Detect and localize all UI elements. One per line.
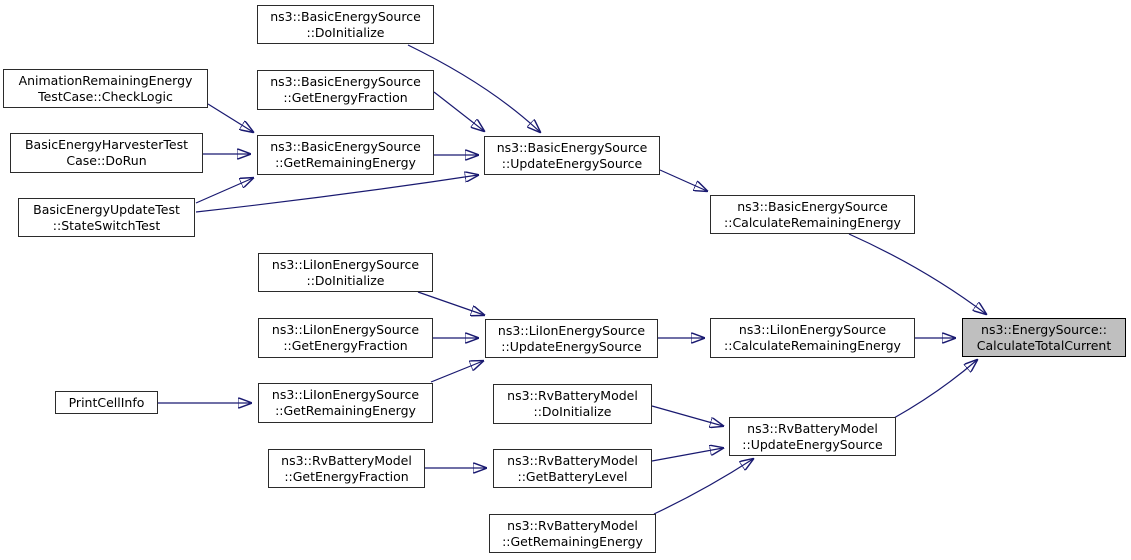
edge-basic-doinitialize--basic-updateenergysource <box>407 44 540 132</box>
node-rvbatterymodel-updateenergysource[interactable]: ns3::RvBatteryModel ::UpdateEnergySource <box>729 417 896 456</box>
node-animationremainingenergytestcase-checklogic[interactable]: AnimationRemainingEnergy TestCase::Check… <box>3 69 208 108</box>
edge-basic-updateenergysource--basic-calculateremainingenergy <box>659 169 707 191</box>
node-rvbatterymodel-getbatterylevel[interactable]: ns3::RvBatteryModel ::GetBatteryLevel <box>493 449 652 488</box>
node-basicenergysource-doinitialize[interactable]: ns3::BasicEnergySource ::DoInitialize <box>257 5 434 44</box>
edge-rv-getremainingenergy--rv-updateenergysource <box>653 459 753 515</box>
node-rvbatterymodel-getremainingenergy[interactable]: ns3::RvBatteryModel ::GetRemainingEnergy <box>489 514 656 553</box>
edge-basic-calculateremainingenergy--energysource-calculatetotalcurrent <box>848 233 986 314</box>
node-liionenergysource-doinitialize[interactable]: ns3::LiIonEnergySource ::DoInitialize <box>258 253 433 292</box>
edge-liion-doinitialize--liion-updateenergysource <box>417 291 484 315</box>
edge-rv-getbatterylevel--rv-updateenergysource <box>651 448 723 462</box>
node-basicenergysource-getenergyfraction[interactable]: ns3::BasicEnergySource ::GetEnergyFracti… <box>257 70 434 110</box>
node-basicenergysource-updateenergysource[interactable]: ns3::BasicEnergySource ::UpdateEnergySou… <box>484 136 660 175</box>
edge-update-stateswitch--basic-getremainingenergy <box>195 178 253 204</box>
node-rvbatterymodel-getenergyfraction[interactable]: ns3::RvBatteryModel ::GetEnergyFraction <box>268 449 425 488</box>
node-printcellinfo[interactable]: PrintCellInfo <box>55 391 158 414</box>
edge-liion-getremainingenergy--liion-updateenergysource <box>430 361 483 383</box>
node-basicenergysource-calculateremainingenergy[interactable]: ns3::BasicEnergySource ::CalculateRemain… <box>710 195 915 234</box>
node-basicenergyupdatetest-stateswitchtest[interactable]: BasicEnergyUpdateTest ::StateSwitchTest <box>18 198 195 237</box>
edge-rv-doinitialize--rv-updateenergysource <box>651 405 723 426</box>
node-liionenergysource-getremainingenergy[interactable]: ns3::LiIonEnergySource ::GetRemainingEne… <box>258 383 433 423</box>
node-liionenergysource-calculateremainingenergy[interactable]: ns3::LiIonEnergySource ::CalculateRemain… <box>710 318 915 358</box>
node-liionenergysource-getenergyfraction[interactable]: ns3::LiIonEnergySource ::GetEnergyFracti… <box>258 318 433 358</box>
node-basicenergysource-getremainingenergy[interactable]: ns3::BasicEnergySource ::GetRemainingEne… <box>257 135 434 175</box>
node-basicenergyharvestertestcase-dorun[interactable]: BasicEnergyHarvesterTest Case::DoRun <box>10 133 203 173</box>
node-rvbatterymodel-doinitialize[interactable]: ns3::RvBatteryModel ::DoInitialize <box>493 384 652 424</box>
edge-anim-checklogic--basic-getremainingenergy <box>207 103 253 132</box>
edge-basic-getenergyfraction--basic-updateenergysource <box>433 91 484 131</box>
edge-update-stateswitch--basic-updateenergysource <box>195 175 478 213</box>
node-energysource-calculatetotalcurrent-current: ns3::EnergySource:: CalculateTotalCurren… <box>962 318 1126 357</box>
node-liionenergysource-updateenergysource[interactable]: ns3::LiIonEnergySource ::UpdateEnergySou… <box>485 319 658 358</box>
edge-rv-updateenergysource--energysource-calculatetotalcurrent <box>893 360 977 419</box>
